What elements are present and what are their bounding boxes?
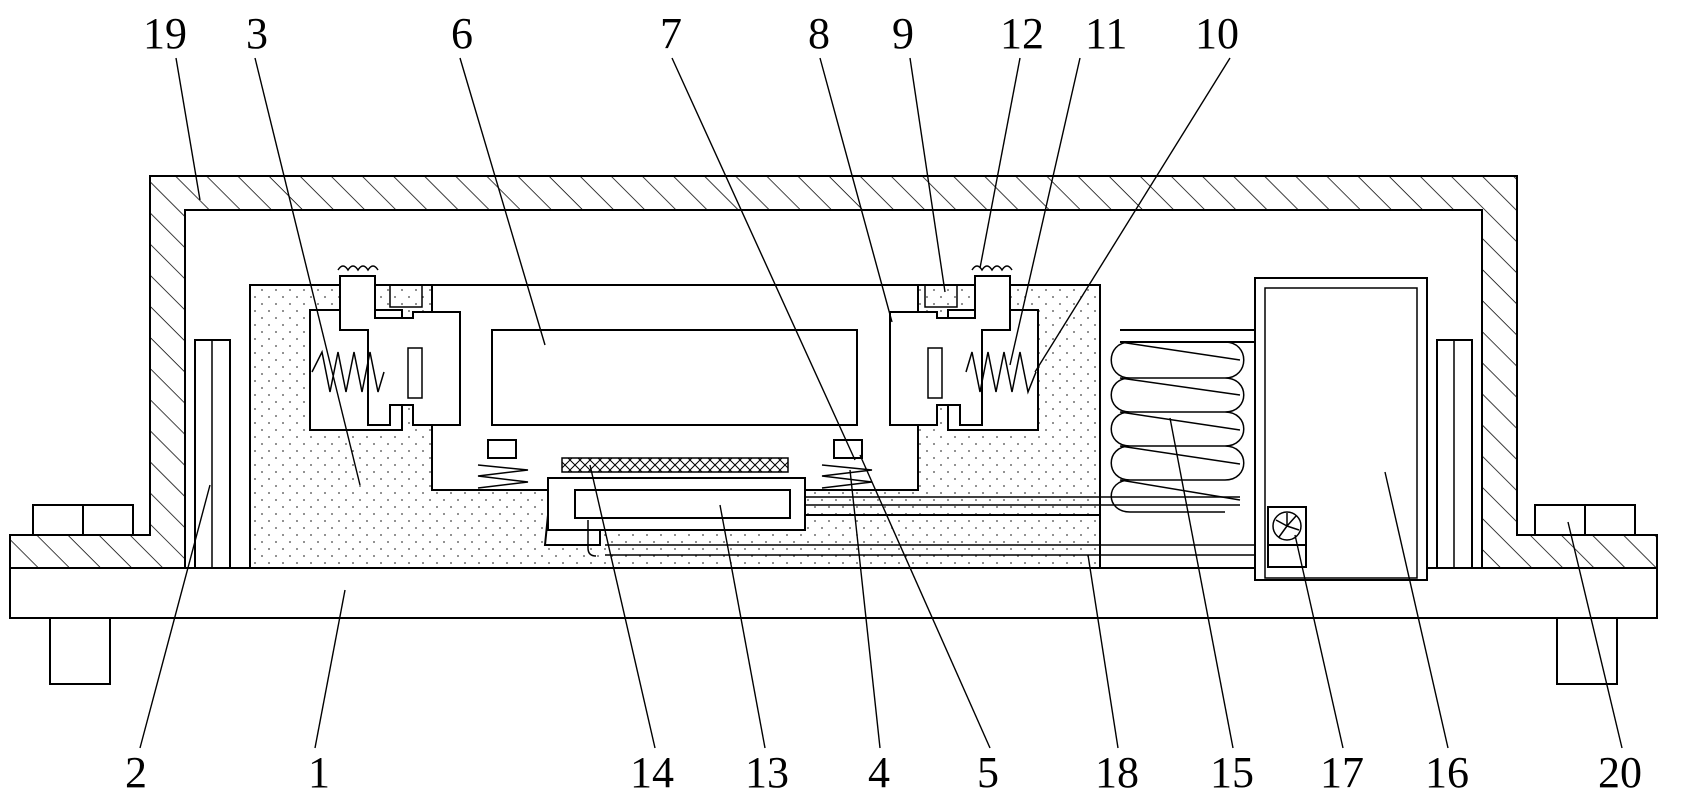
- sensor-element: [574, 489, 791, 519]
- spring-right: [965, 351, 1037, 395]
- label-7: 7: [660, 9, 682, 58]
- side-post-right: [1436, 339, 1473, 569]
- small-spring-right: [821, 439, 873, 489]
- pipe-lines: [587, 496, 1255, 557]
- label-17: 17: [1320, 748, 1364, 797]
- clip-right: [889, 265, 1013, 426]
- mesh-pad: [561, 457, 789, 473]
- label-1: 1: [308, 748, 330, 797]
- fan-icon: [1267, 506, 1307, 568]
- device-module: [491, 329, 858, 426]
- label-19: 19: [143, 9, 187, 58]
- label-18: 18: [1095, 748, 1139, 797]
- foot-left: [49, 617, 111, 685]
- spring-left: [311, 349, 385, 393]
- label-12: 12: [1000, 9, 1044, 58]
- label-13: 13: [745, 748, 789, 797]
- label-2: 2: [125, 748, 147, 797]
- foot-right: [1556, 617, 1618, 685]
- label-6: 6: [451, 9, 473, 58]
- label-16: 16: [1425, 748, 1469, 797]
- label-15: 15: [1210, 748, 1254, 797]
- small-spring-left: [477, 439, 529, 489]
- bolt-right: [1534, 504, 1636, 536]
- label-4: 4: [868, 748, 890, 797]
- label-3: 3: [246, 9, 268, 58]
- bolt-left: [32, 504, 134, 536]
- label-11: 11: [1085, 9, 1127, 58]
- label-10: 10: [1195, 9, 1239, 58]
- side-post-left: [194, 339, 231, 569]
- leader-lines: [139, 57, 1623, 749]
- label-14: 14: [630, 748, 674, 797]
- label-8: 8: [808, 9, 830, 58]
- label-20: 20: [1598, 748, 1642, 797]
- label-5: 5: [977, 748, 999, 797]
- label-9: 9: [892, 9, 914, 58]
